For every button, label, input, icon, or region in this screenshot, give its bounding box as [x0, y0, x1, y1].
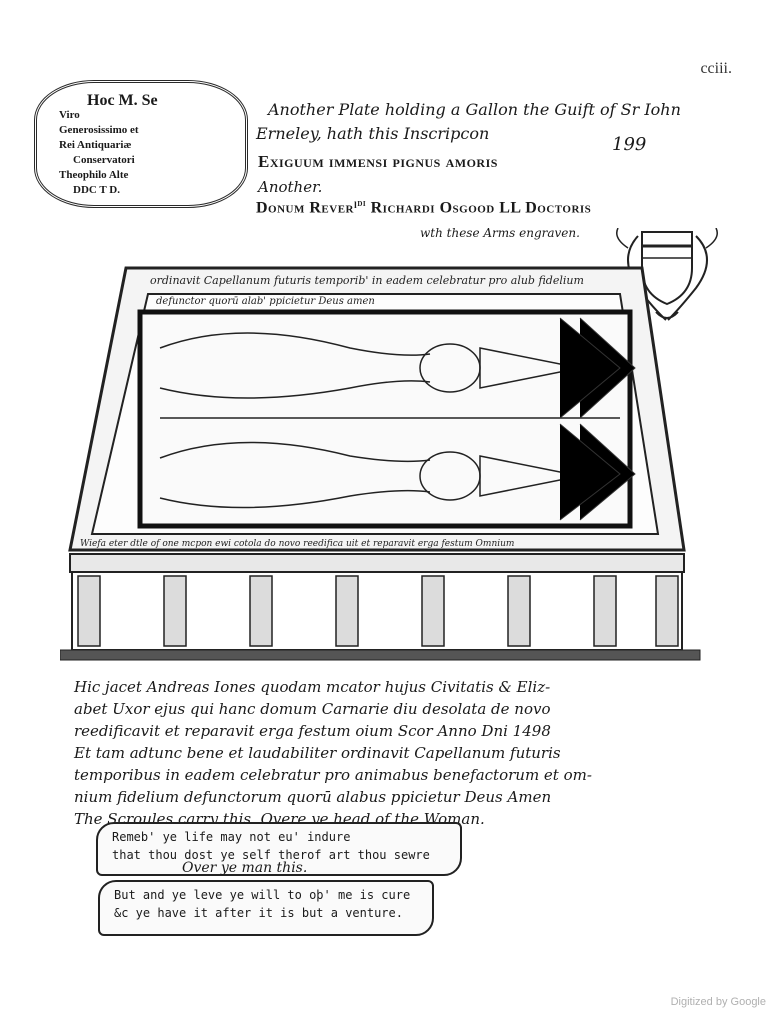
- scroll-woman: Remeb' ye life may not eu' indure that t…: [96, 822, 462, 876]
- header-line: Another Plate holding a Gallon the Guift…: [268, 100, 681, 119]
- scroll-line: Remeb' ye life may not eu' indure: [112, 830, 351, 844]
- header-line: Another.: [258, 178, 323, 196]
- transcription-line: temporibus in eadem celebratur pro anima…: [74, 766, 592, 784]
- border-inscription-top2: defunctor quorū alab' ppicietur Deus ame…: [156, 296, 375, 307]
- inscription-part: Donum Reverˡ: [256, 199, 358, 217]
- cartouche-line: Hoc M. Se: [87, 92, 158, 109]
- inscription-part: Richardi Osgood LL Doctoris: [366, 199, 592, 217]
- header-line: wth these Arms engraven.: [420, 226, 580, 240]
- cartouche-line: DDC T D.: [73, 184, 120, 196]
- cartouche-line: Viro: [59, 109, 80, 121]
- scroll-man: But and ye leve ye will to oþ' me is cur…: [98, 880, 434, 936]
- latin-inscription: Exiguum immensi pignus amoris: [258, 152, 498, 171]
- scroll-line: that thou dost ye self therof art thou s…: [112, 848, 430, 862]
- digitization-watermark: Digitized by Google: [670, 996, 766, 1008]
- latin-inscription-2: Donum Reverˡdi Richardi Osgood LL Doctor…: [256, 198, 591, 217]
- transcription-line: abet Uxor ejus qui hanc domum Carnarie d…: [74, 700, 551, 718]
- transcription-line: Et tam adtunc bene et laudabiliter ordin…: [74, 744, 561, 762]
- dedication-cartouche: Hoc M. Se Viro Generosissimo et Rei Anti…: [34, 80, 248, 208]
- cartouche-line: Generosissimo et: [59, 124, 139, 136]
- transcription-line: reedificavit et reparavit erga festum oi…: [74, 722, 551, 740]
- cartouche-line: Rei Antiquariæ: [59, 139, 132, 151]
- entry-number: 199: [612, 134, 647, 155]
- page-number: cciii.: [700, 60, 732, 77]
- inscription-sup: di: [357, 198, 367, 209]
- transcription-line: Hic jacet Andreas Iones quodam mcator hu…: [74, 678, 551, 696]
- cartouche-line: Conservatori: [73, 154, 135, 166]
- tomb-transcription: Hic jacet Andreas Iones quodam mcator hu…: [74, 676, 714, 830]
- border-inscription-top: ordinavit Capellanum futuris temporib' i…: [150, 274, 584, 287]
- scroll-line: &c ye have it after it is but a venture.: [114, 906, 403, 920]
- header-line: Erneley, hath this Inscripcon: [256, 124, 490, 143]
- tomb-brass-illustration: ordinavit Capellanum futuris temporib' i…: [60, 266, 701, 661]
- border-inscription-bottom: Wiefa eter dtle of one mcpon ewi cotola …: [80, 539, 514, 549]
- scroll-line: But and ye leve ye will to oþ' me is cur…: [114, 888, 411, 902]
- scroll-label-man: Over ye man this.: [182, 860, 308, 876]
- transcription-line: nium fidelium defunctorum quorū alabus p…: [74, 788, 552, 806]
- cartouche-line: Theophilo Alte: [59, 169, 129, 181]
